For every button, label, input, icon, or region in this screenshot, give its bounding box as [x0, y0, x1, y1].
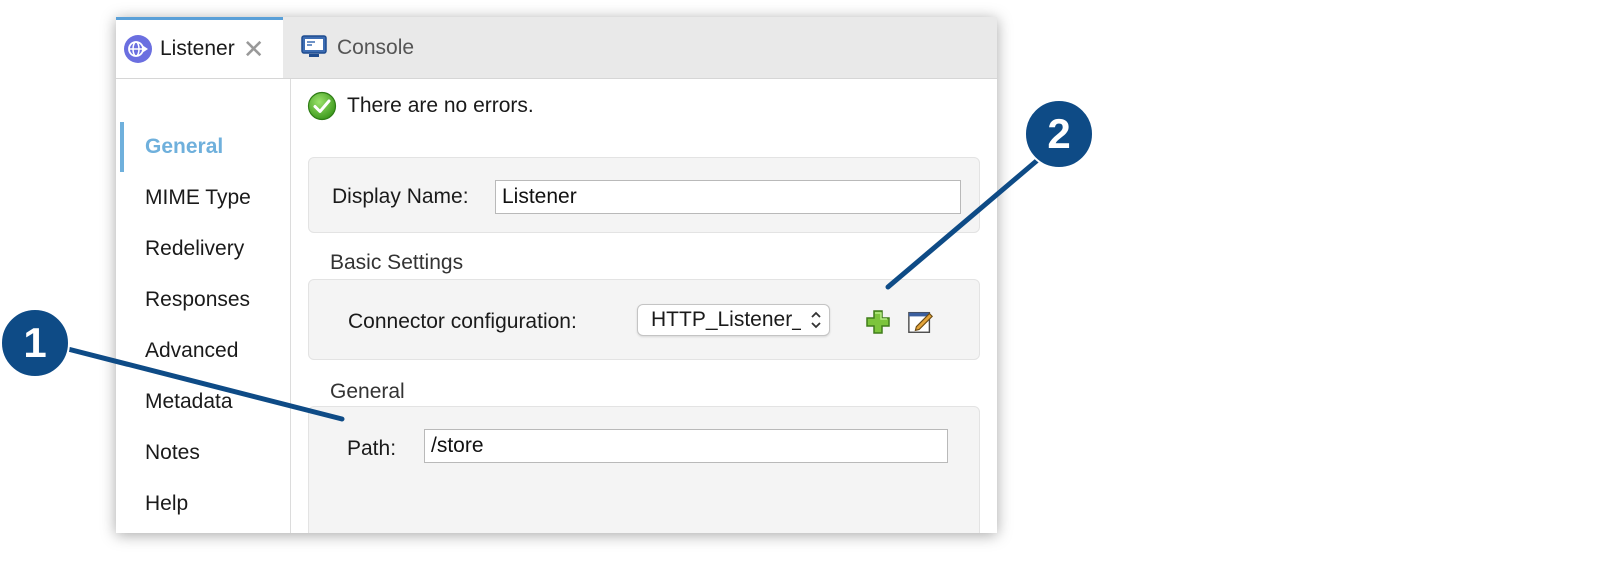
general-content: There are no errors. Display Name: Basic…: [291, 79, 997, 533]
sidebar-item-advanced[interactable]: Advanced: [145, 339, 239, 362]
status-text: There are no errors.: [347, 94, 534, 117]
tab-bar: Listener ✕ Console: [116, 17, 997, 79]
chevron-up-down-icon: [809, 305, 823, 335]
edit-icon[interactable]: [907, 308, 935, 336]
globe-arrow-icon: [123, 34, 153, 64]
display-name-label: Display Name:: [332, 185, 469, 208]
plus-icon[interactable]: [864, 308, 892, 336]
basic-settings-panel: Connector configuration: HTTP_Listener_c…: [308, 279, 980, 360]
general-panel: Path:: [308, 406, 980, 533]
sidebar-active-indicator: [120, 122, 124, 172]
monitor-icon: [300, 33, 330, 63]
connector-configuration-select[interactable]: HTTP_Listener_config: [637, 304, 830, 336]
sidebar-item-help[interactable]: Help: [145, 492, 189, 515]
check-circle-icon: [307, 91, 337, 121]
display-name-panel: Display Name:: [308, 157, 980, 233]
tab-console-label: Console: [337, 35, 415, 59]
basic-settings-title: Basic Settings: [330, 251, 464, 274]
connector-configuration-value: HTTP_Listener_config: [651, 308, 801, 331]
display-name-input[interactable]: [495, 180, 961, 214]
annotation-2-line: [885, 155, 1043, 290]
general-section-title: General: [330, 380, 405, 403]
tab-listener[interactable]: Listener ✕: [116, 17, 283, 78]
sidebar-item-redelivery[interactable]: Redelivery: [145, 237, 245, 260]
close-icon[interactable]: ✕: [242, 34, 265, 64]
listener-properties-window: Listener ✕ Console General MIME Type Red…: [116, 17, 997, 533]
path-input[interactable]: [424, 429, 948, 463]
annotation-badge-1: 1: [0, 308, 70, 378]
sidebar-item-mime-type[interactable]: MIME Type: [145, 186, 251, 209]
sidebar: General MIME Type Redelivery Responses A…: [116, 79, 291, 533]
sidebar-item-notes[interactable]: Notes: [145, 441, 200, 464]
sidebar-item-metadata[interactable]: Metadata: [145, 390, 233, 413]
sidebar-item-general[interactable]: General: [145, 135, 224, 158]
sidebar-item-responses[interactable]: Responses: [145, 288, 251, 311]
connector-configuration-label: Connector configuration:: [348, 310, 577, 333]
tab-console[interactable]: Console: [300, 17, 460, 78]
tab-listener-label: Listener: [160, 37, 235, 60]
annotation-1-line: [57, 344, 345, 422]
path-label: Path:: [347, 437, 397, 460]
status-message: There are no errors.: [307, 91, 534, 121]
annotation-badge-2: 2: [1024, 99, 1094, 169]
